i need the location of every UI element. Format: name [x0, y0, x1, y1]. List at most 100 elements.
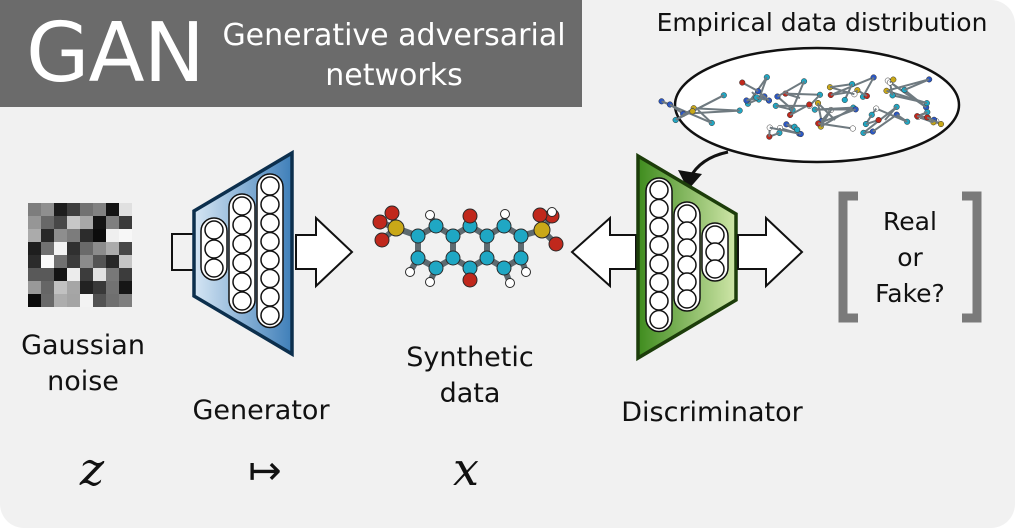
x-symbol: x: [453, 442, 479, 496]
molecule-atom: [479, 228, 495, 244]
noise-cell: [106, 242, 119, 255]
molecule-atom: [405, 267, 415, 277]
neuron: [649, 180, 669, 200]
discriminator-label: Discriminator: [621, 397, 803, 428]
molecule-atom: [532, 207, 548, 223]
noise-cell: [119, 242, 132, 255]
neuron: [705, 225, 725, 245]
molecule-cloud-icon: [658, 74, 945, 140]
neuron: [649, 217, 669, 237]
arrow-icon: [737, 215, 804, 289]
output-label: Real or Fake?: [858, 204, 962, 312]
noise-cell: [80, 216, 93, 229]
neuron: [649, 235, 669, 256]
noise-cell: [106, 229, 119, 242]
output-fake: Fake?: [875, 279, 945, 308]
molecule-atom: [425, 210, 435, 220]
output-or: or: [897, 243, 923, 272]
synthetic-label-line2: data: [439, 378, 501, 409]
noise-cell: [119, 268, 132, 281]
noise-cell: [119, 255, 132, 268]
noise-cell: [67, 281, 80, 294]
neuron: [260, 287, 280, 307]
neuron: [677, 221, 697, 241]
molecule-atom: [410, 228, 426, 244]
molecule-atom: [513, 250, 529, 266]
neuron: [232, 272, 252, 292]
neuron: [232, 196, 252, 216]
molecule-atom: [689, 108, 696, 115]
noise-cell: [106, 268, 119, 281]
neuron: [232, 291, 252, 311]
noise-cell: [93, 229, 106, 242]
molecule-atom: [425, 277, 435, 287]
noise-cell: [93, 294, 106, 307]
generator-neurons: [200, 173, 284, 329]
neuron: [260, 250, 280, 270]
subtitle-line1: Generative adversarial: [222, 18, 566, 53]
noise-cell: [106, 281, 119, 294]
neuron: [677, 238, 697, 258]
title-box: GAN Generative adversarial networks: [0, 0, 582, 107]
mapsto-symbol: ↦: [248, 448, 282, 494]
molecule-atom: [445, 250, 461, 266]
molecule-bond: [829, 86, 855, 96]
noise-cell: [54, 229, 67, 242]
noise-cell: [67, 229, 80, 242]
neuron: [677, 272, 697, 292]
noise-cell: [41, 216, 54, 229]
discriminator-neurons: [645, 177, 729, 333]
molecule-atom: [548, 236, 564, 252]
neuron: [232, 234, 252, 254]
molecule-atom: [875, 116, 882, 124]
noise-cell: [41, 255, 54, 268]
neuron: [649, 254, 669, 274]
neuron: [677, 255, 697, 275]
noise-cell: [93, 203, 106, 216]
molecule-atom: [890, 76, 897, 83]
neuron: [204, 239, 224, 259]
molecule-bond: [818, 122, 853, 130]
molecule-atom: [384, 205, 400, 221]
noise-cell: [106, 203, 119, 216]
bracket-icon: [838, 191, 858, 323]
noise-cell: [54, 255, 67, 268]
neuron: [232, 215, 252, 235]
molecule-atom: [372, 214, 388, 230]
molecule-atom: [428, 260, 444, 276]
molecule-bond: [693, 107, 740, 112]
noise-label-line2: noise: [47, 366, 119, 397]
noise-cell: [41, 229, 54, 242]
noise-cell: [28, 216, 41, 229]
noise-cell: [28, 255, 41, 268]
noise-cell: [93, 255, 106, 268]
molecule-atom: [806, 101, 813, 108]
noise-cell: [80, 255, 93, 268]
molecule-bond: [817, 108, 857, 125]
noise-cell: [54, 216, 67, 229]
molecule-atom: [500, 209, 510, 219]
molecule-bond: [769, 126, 801, 136]
neuron: [204, 220, 224, 240]
molecule-bond: [692, 94, 725, 113]
neuron: [204, 258, 224, 278]
neuron: [649, 291, 669, 311]
neuron: [677, 204, 697, 224]
subtitle-line2: networks: [325, 58, 463, 93]
noise-cell: [106, 255, 119, 268]
input-connector: [171, 233, 194, 271]
noise-cell: [54, 281, 67, 294]
noise-cell: [106, 216, 119, 229]
noise-grid-icon: [28, 203, 132, 307]
noise-cell: [41, 281, 54, 294]
neuron: [677, 289, 697, 309]
neuron: [260, 213, 280, 233]
noise-cell: [93, 268, 106, 281]
noise-label-line1: Gaussian: [21, 330, 145, 361]
noise-cell: [54, 203, 67, 216]
neuron: [705, 242, 725, 262]
empirical-data-label: Empirical data distribution: [656, 8, 988, 37]
molecule-bond: [875, 107, 908, 123]
molecule-atom: [479, 250, 495, 266]
title-subtitle: Generative adversarial networks: [214, 16, 574, 96]
